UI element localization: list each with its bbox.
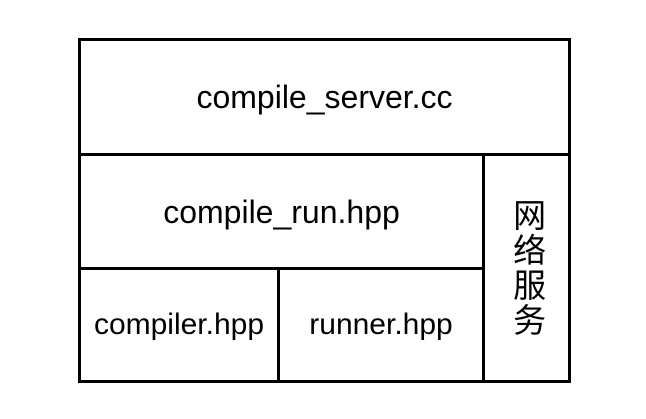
block-label-runner: runner.hpp [309,308,453,341]
block-label-network-service: 网络服务 [507,198,547,338]
block-label-compile-run: compile_run.hpp [163,193,400,230]
block-network-service[interactable]: 网络服务 [485,156,568,380]
block-label-compile-server: compile_server.cc [196,79,453,115]
block-label-compiler: compiler.hpp [93,308,265,341]
module-architecture-diagram: compile_server.cc compile_run.hpp compil… [78,38,571,383]
block-compile-server[interactable]: compile_server.cc [81,41,568,156]
left-module-stack: compile_run.hpp compiler.hpp runner.hpp [81,156,485,380]
block-runner[interactable]: runner.hpp [280,270,482,380]
lower-section: compile_run.hpp compiler.hpp runner.hpp … [81,156,568,380]
block-compile-run[interactable]: compile_run.hpp [81,156,482,270]
bottom-module-row: compiler.hpp runner.hpp [81,270,482,380]
block-compiler[interactable]: compiler.hpp [81,270,280,380]
